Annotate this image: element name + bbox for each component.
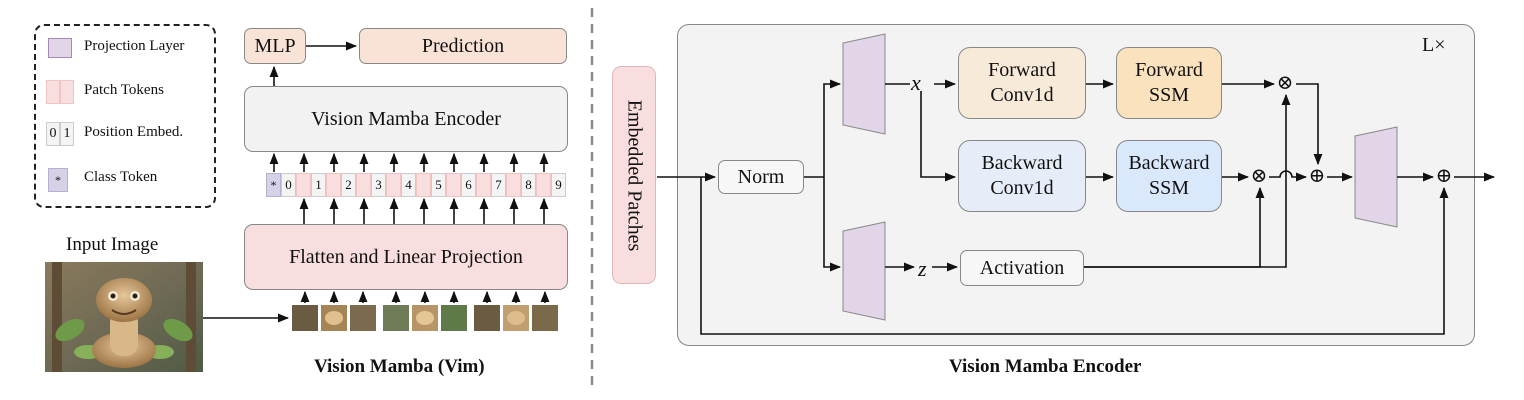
norm-box: Norm [718,160,804,194]
forward-conv1d-line1: Forward [988,59,1056,81]
add-op-merge: ⊕ [1308,165,1326,187]
legend-projection-swatch [48,38,72,58]
image-patch-strip [292,305,558,331]
activation-box: Activation [960,250,1084,286]
backward-conv1d-box: Backward Conv1d [958,140,1086,212]
forward-ssm-box: Forward SSM [1116,47,1222,119]
left-diagram-graphics [45,8,594,392]
backward-conv1d-line1: Backward [981,152,1063,174]
legend-class-swatch: * [48,168,68,192]
patch-token [356,173,371,197]
prediction-box: Prediction [359,28,567,64]
multiply-op-forward: ⊗ [1276,72,1294,94]
legend-position-swatch: 0 1 [46,122,74,146]
position-embed-3: 3 [371,173,386,197]
add-op-residual: ⊕ [1435,165,1453,187]
position-embed-7: 7 [491,173,506,197]
position-embed-6: 6 [461,173,476,197]
patch-token [446,173,461,197]
input-image-label: Input Image [66,234,159,255]
x-label: x [911,70,921,95]
flatten-projection-box: Flatten and Linear Projection [244,224,568,290]
position-embed-5: 5 [431,173,446,197]
forward-ssm-line1: Forward [1135,59,1203,81]
forward-conv1d-box: Forward Conv1d [958,47,1086,119]
position-embed-4: 4 [401,173,416,197]
repeat-label: L× [1422,34,1446,56]
legend-projection-label: Projection Layer [84,38,185,54]
position-embed-8: 8 [521,173,536,197]
backward-ssm-line2: SSM [1148,177,1190,199]
right-caption: Vision Mamba Encoder [949,356,1142,377]
position-embed-0: 0 [281,173,296,197]
position-embed-1: 1 [311,173,326,197]
legend-class-label: Class Token [84,169,158,185]
forward-ssm-line2: SSM [1148,84,1190,106]
patch-token [326,173,341,197]
legend-patch-swatch [46,80,74,104]
z-label: z [918,256,927,281]
class-token: * [266,173,281,197]
patch-token [416,173,431,197]
left-caption: Vision Mamba (Vim) [314,356,485,377]
projection-x [842,33,886,135]
projection-z [842,221,886,321]
projection-out [1354,126,1398,228]
patch-token [536,173,551,197]
patch-token [476,173,491,197]
embedded-patches-box: Embedded Patches [612,66,656,284]
forward-conv1d-line2: Conv1d [990,84,1054,106]
backward-conv1d-line2: Conv1d [990,177,1054,199]
patch-token [506,173,521,197]
backward-ssm-line1: Backward [1128,152,1210,174]
legend-patch-label: Patch Tokens [84,82,164,98]
mlp-box: MLP [244,28,306,64]
backward-ssm-box: Backward SSM [1116,140,1222,212]
input-image [45,262,203,372]
legend-position-1: 1 [60,122,74,146]
patch-token [296,173,311,197]
legend [34,24,216,208]
multiply-op-backward: ⊗ [1250,165,1268,187]
vision-mamba-encoder-box: Vision Mamba Encoder [244,86,568,152]
position-embed-9: 9 [551,173,566,197]
patch-token [386,173,401,197]
position-embed-2: 2 [341,173,356,197]
legend-position-0: 0 [46,122,60,146]
legend-position-label: Position Embed. [84,124,184,140]
